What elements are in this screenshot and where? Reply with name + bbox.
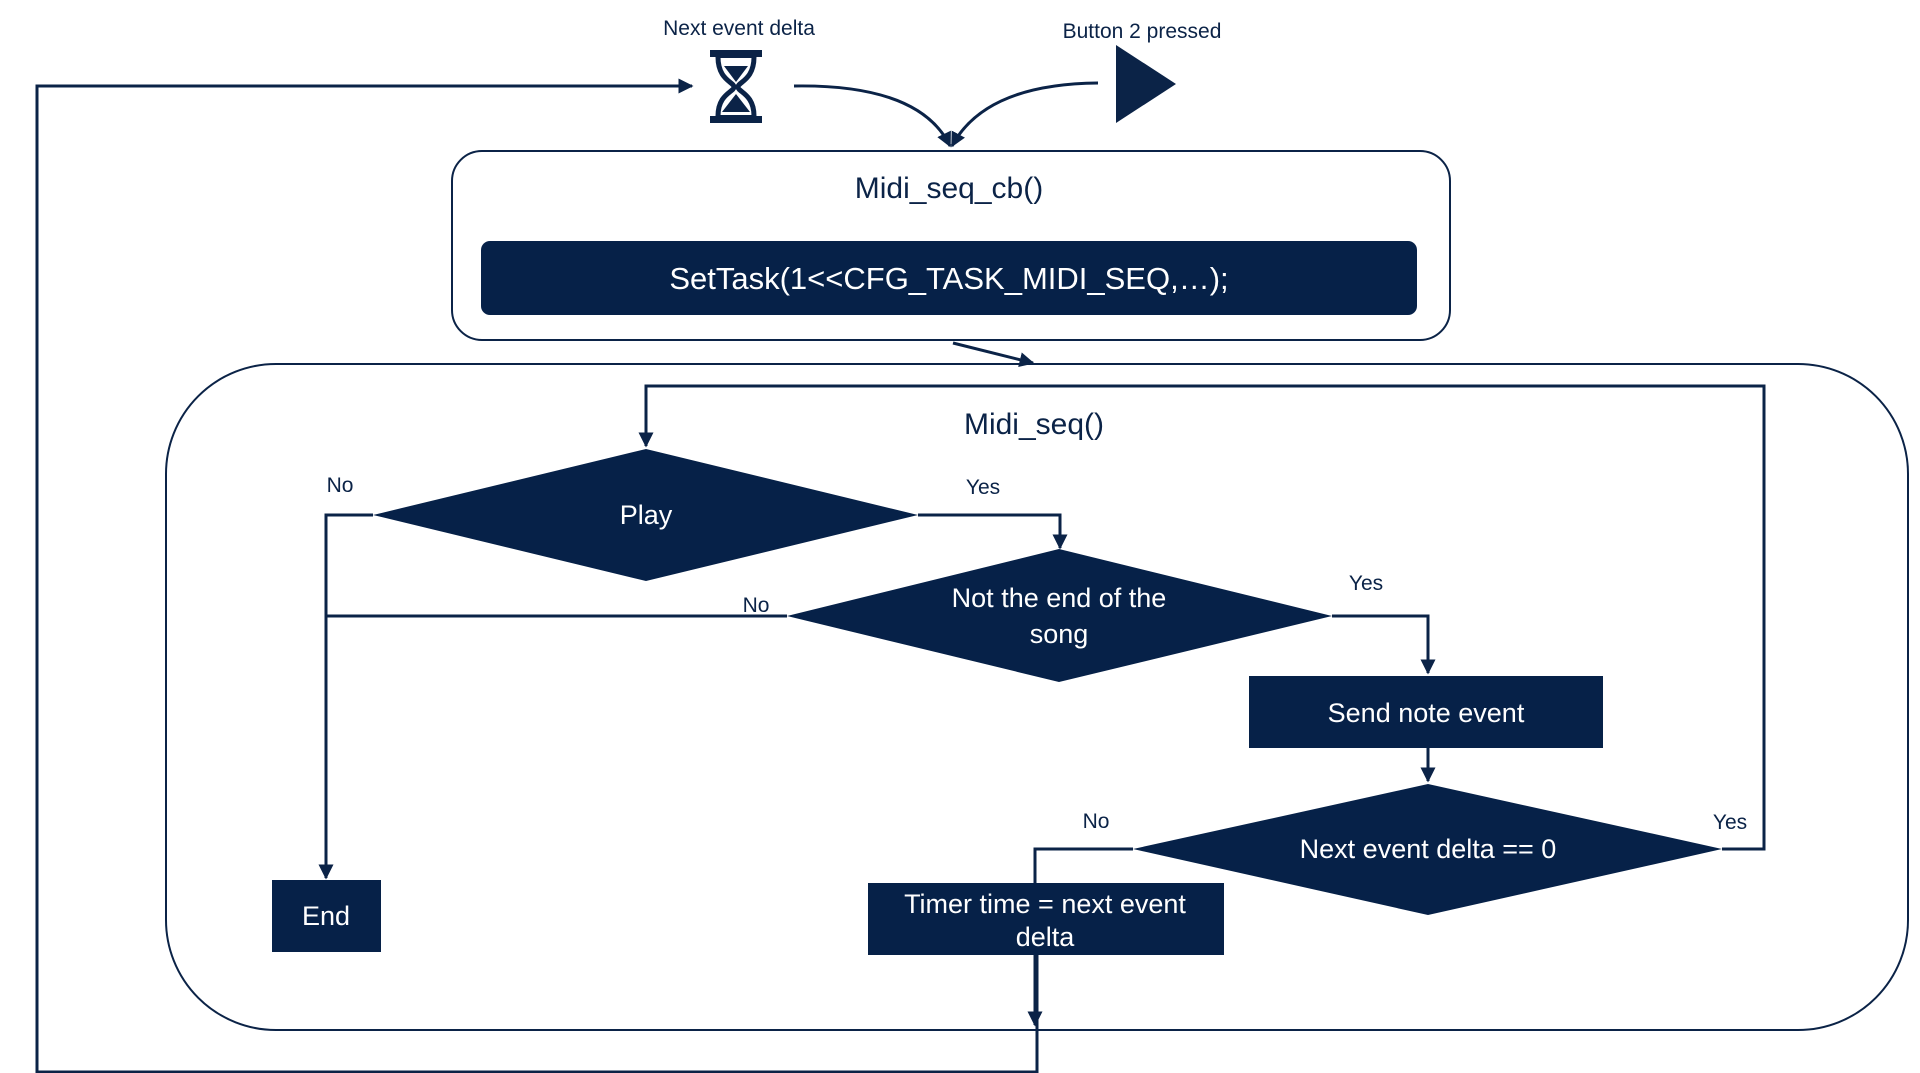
play-decision xyxy=(373,449,918,581)
not-end-yes-connector xyxy=(1332,614,1436,675)
end-label: End xyxy=(302,901,350,931)
timer-set-block xyxy=(868,883,1224,955)
delta-yes-label: Yes xyxy=(1713,811,1747,834)
callback-title: Midi_seq_cb() xyxy=(855,172,1043,205)
sequencer-title: Midi_seq() xyxy=(964,408,1104,441)
settask-block xyxy=(481,241,1417,315)
button-to-callback-connector xyxy=(950,81,1099,148)
callback-container xyxy=(451,150,1451,341)
play-triangle-icon xyxy=(1116,45,1176,123)
timer-set-label-2: delta xyxy=(1016,922,1076,952)
settask-text: SetTask(1<<CFG_TASK_MIDI_SEQ,…); xyxy=(669,261,1228,296)
outer-loop-connector xyxy=(35,78,1039,1073)
delta-zero-decision xyxy=(1133,784,1722,915)
not-end-decision-label-2: song xyxy=(1030,619,1089,649)
delta-no-connector xyxy=(1033,847,1133,883)
send-note-label: Send note event xyxy=(1328,698,1525,728)
button-trigger-label: Button 2 pressed xyxy=(1063,20,1222,43)
play-no-connector xyxy=(318,513,373,880)
delta-no-label: No xyxy=(1083,810,1110,833)
end-block xyxy=(272,880,381,952)
play-yes-connector xyxy=(918,513,1068,550)
not-end-yes-label: Yes xyxy=(1349,572,1383,595)
timer-trigger-label: Next event delta xyxy=(663,17,815,40)
not-end-decision xyxy=(787,549,1332,682)
send-note-block xyxy=(1249,676,1603,748)
not-end-no-label: No xyxy=(743,594,770,617)
not-end-decision-label-1: Not the end of the xyxy=(952,583,1167,613)
yes-loop-connector xyxy=(638,384,1766,851)
play-yes-label: Yes xyxy=(966,476,1000,499)
hourglass-icon xyxy=(710,50,762,123)
timer-set-label-1: Timer time = next event xyxy=(904,889,1186,919)
play-decision-label: Play xyxy=(620,500,673,530)
delta-zero-label: Next event delta == 0 xyxy=(1300,834,1557,864)
timer-to-callback-connector xyxy=(793,84,952,148)
callback-to-sequencer-connector xyxy=(952,341,1035,368)
play-no-label: No xyxy=(327,474,354,497)
